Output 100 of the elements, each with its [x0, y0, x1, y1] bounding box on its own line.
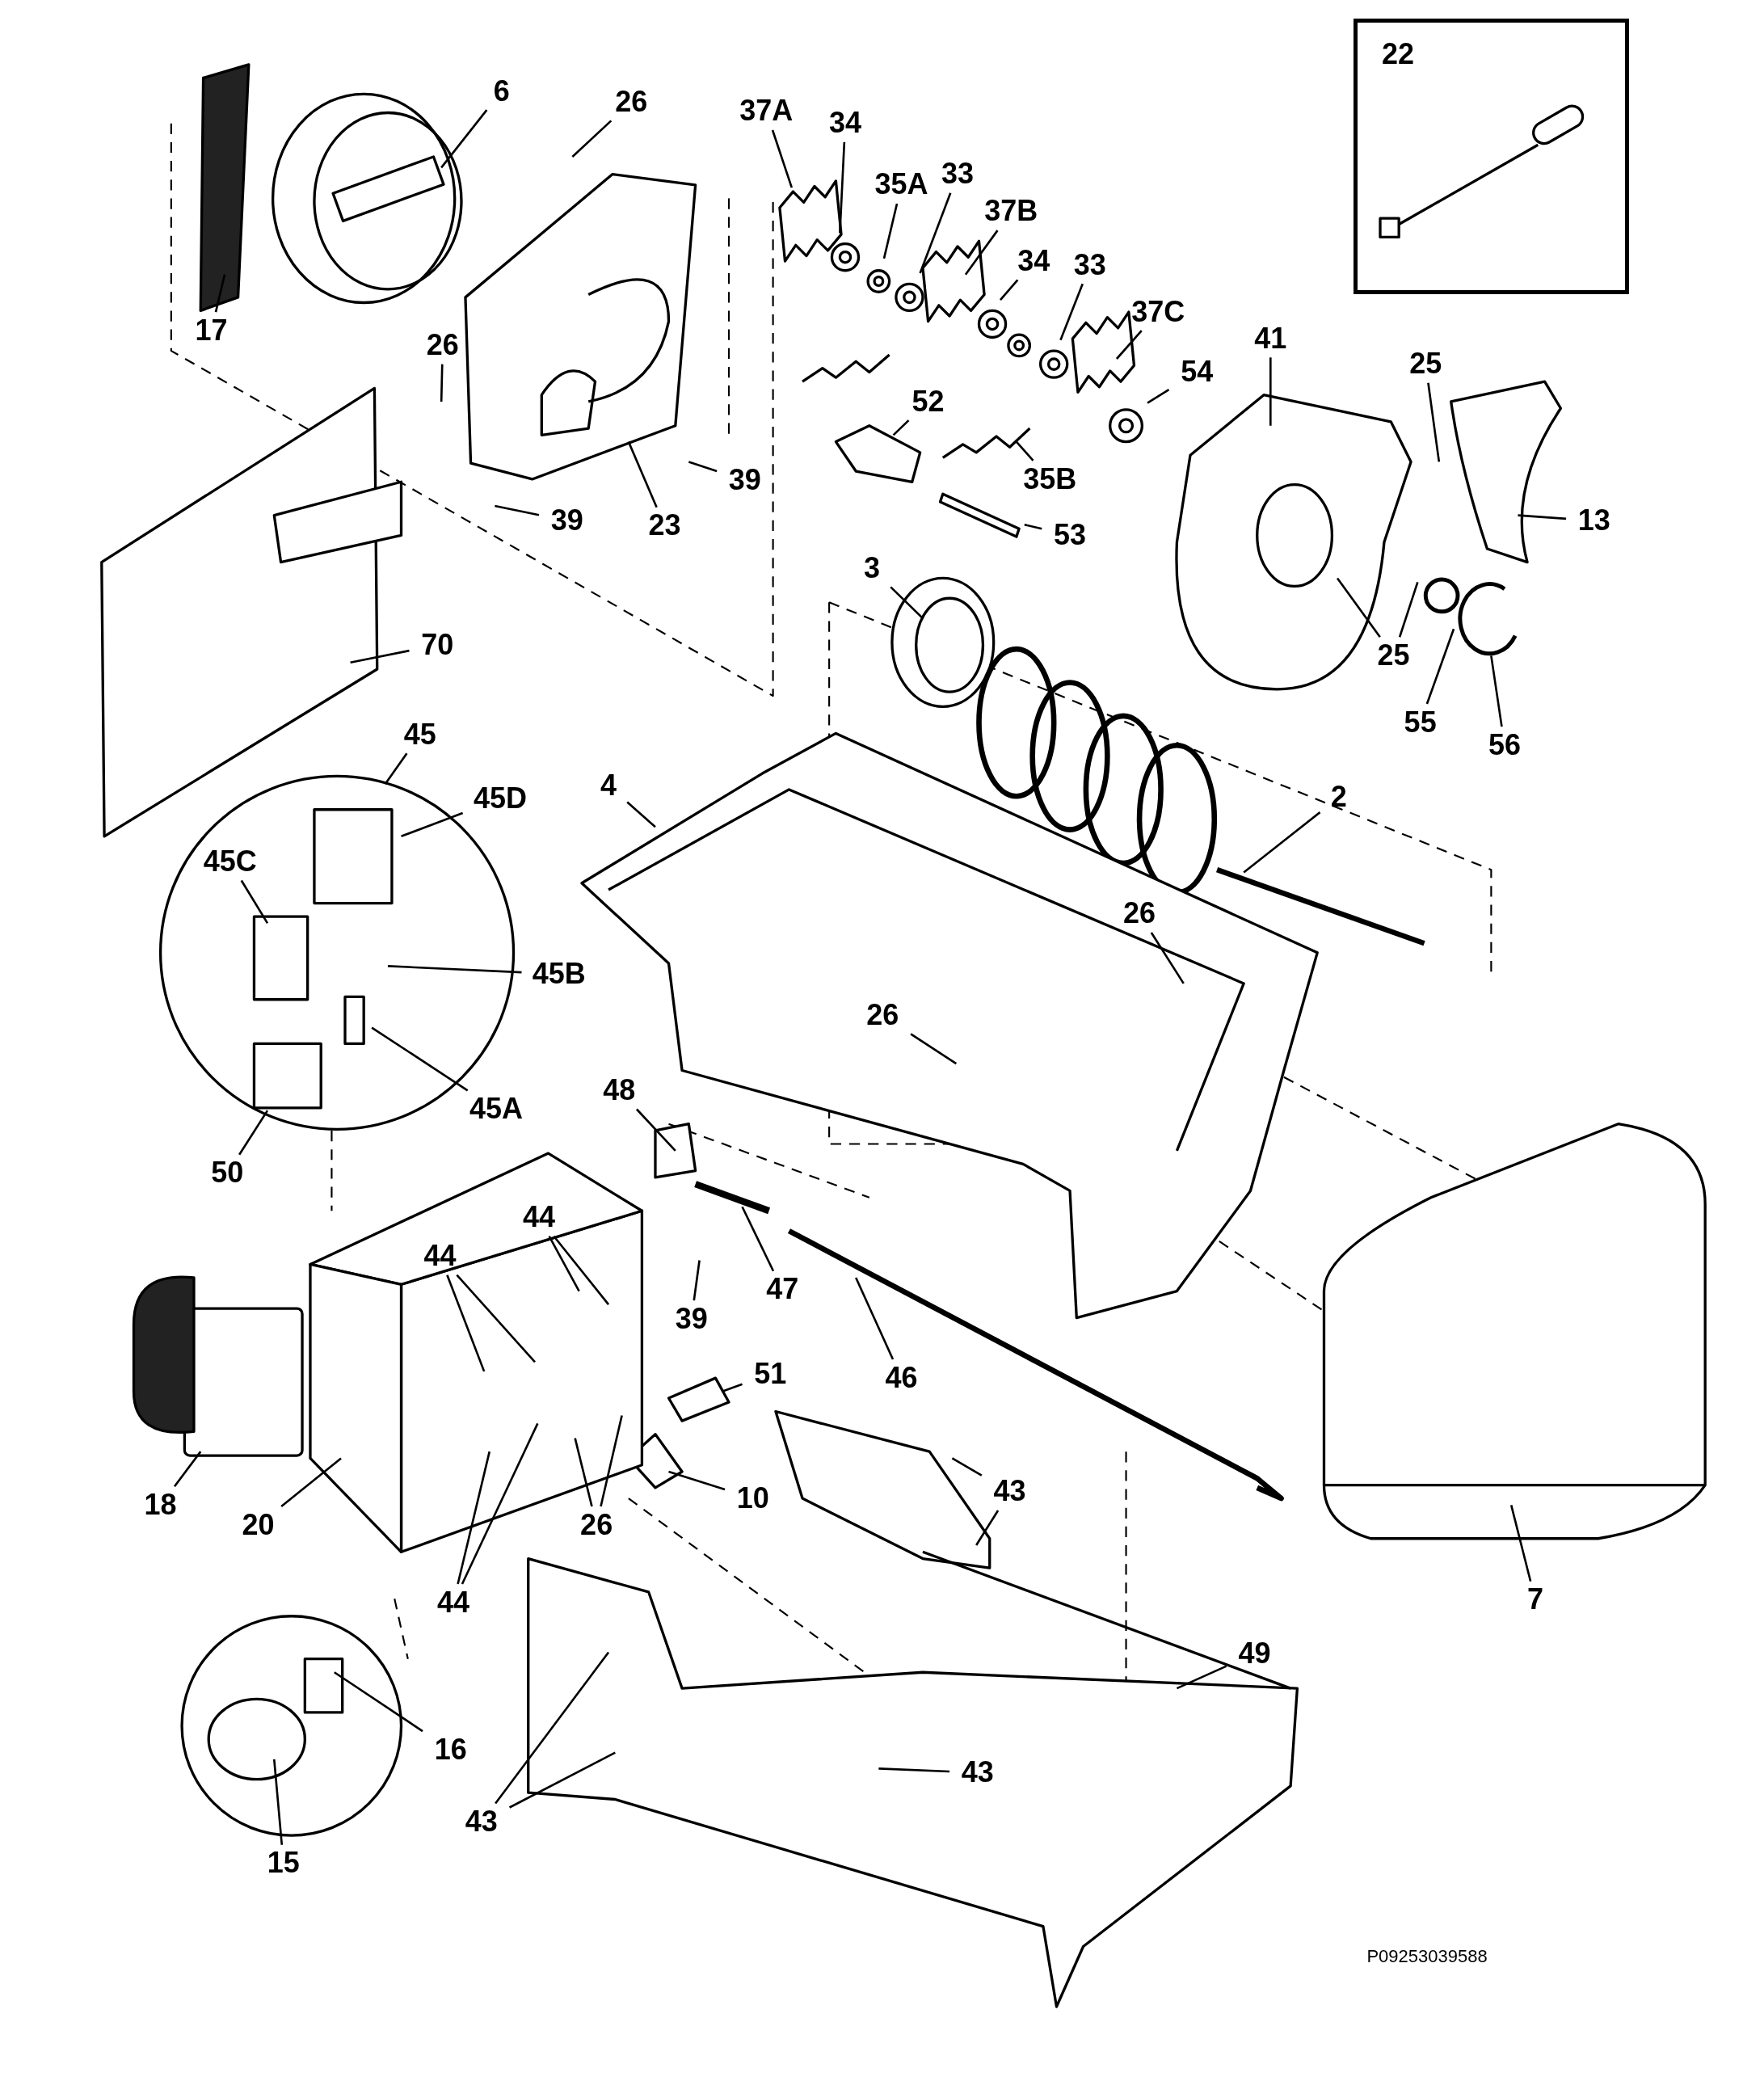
- leader-line: [371, 1026, 469, 1092]
- leader-line: [173, 1451, 202, 1487]
- leader-line: [508, 1751, 616, 1809]
- drawing-code: P09253039588: [1366, 1946, 1488, 1968]
- callout-number: 43: [465, 1806, 498, 1838]
- leader-line: [919, 192, 952, 274]
- callout-number: 26: [866, 1000, 899, 1031]
- leader-line: [999, 279, 1019, 301]
- callout-number: 25: [1377, 639, 1410, 671]
- callout-number: 70: [421, 629, 454, 660]
- leader-line: [1427, 382, 1441, 462]
- leader-line: [882, 203, 899, 259]
- leader-line: [1398, 582, 1419, 638]
- leader-line: [456, 1274, 536, 1363]
- callout-number: 48: [603, 1074, 636, 1106]
- callout-number: 44: [437, 1586, 470, 1618]
- leader-line: [855, 1277, 895, 1360]
- leader-line: [238, 1110, 269, 1156]
- leader-line: [350, 649, 410, 664]
- callout-number: 47: [766, 1274, 799, 1305]
- leader-line: [574, 1438, 593, 1507]
- callout-number: 3: [864, 553, 881, 584]
- callout-number: 37B: [984, 196, 1038, 227]
- callout-number: 49: [1238, 1637, 1271, 1669]
- callout-number: 39: [728, 465, 761, 496]
- callout-number: 26: [426, 330, 459, 360]
- leader-line: [401, 811, 464, 838]
- callout-number: 23: [648, 510, 681, 541]
- callout-number: 50: [211, 1157, 244, 1189]
- leader-line: [384, 752, 408, 786]
- leader-line: [741, 1206, 775, 1272]
- leader-line: [272, 1759, 284, 1845]
- callout-number: 46: [885, 1362, 918, 1393]
- leader-line: [1490, 655, 1503, 727]
- leader-line: [446, 1274, 486, 1372]
- leader-line: [951, 1457, 983, 1477]
- leader-line: [722, 1383, 743, 1392]
- leader-line: [771, 129, 794, 188]
- callout-number: 26: [1123, 898, 1156, 929]
- callout-number: 26: [615, 86, 648, 117]
- callout-number: 25: [1409, 348, 1442, 380]
- leader-line: [1243, 811, 1321, 874]
- callout-number: 53: [1054, 520, 1087, 550]
- leader-line: [910, 1033, 958, 1065]
- callout-number: 37C: [1131, 296, 1185, 327]
- callout-number: 15: [267, 1847, 300, 1879]
- leader-line: [548, 1236, 580, 1292]
- callout-number: 6: [493, 75, 510, 107]
- callout-number: 18: [144, 1489, 177, 1520]
- leader-line: [553, 1235, 610, 1305]
- callout-number: 35A: [874, 169, 928, 200]
- inset-frame: [1353, 19, 1629, 295]
- callout-number: 10: [736, 1482, 769, 1514]
- leader-line: [635, 1108, 676, 1152]
- leader-line: [280, 1457, 342, 1508]
- leader-line: [1518, 514, 1567, 520]
- leader-line: [878, 1767, 950, 1773]
- leader-line: [240, 879, 269, 925]
- leader-line: [1150, 932, 1185, 984]
- leader-line: [571, 120, 613, 158]
- callout-number: 45C: [203, 845, 257, 877]
- leader-line: [1269, 357, 1272, 426]
- leader-line: [1176, 1665, 1227, 1690]
- callout-number: 22: [1381, 39, 1414, 70]
- callout-number: 45B: [532, 958, 586, 989]
- leader-line: [214, 274, 226, 313]
- leader-line: [495, 504, 540, 516]
- callout-number: 20: [242, 1509, 275, 1540]
- callout-number: 43: [993, 1476, 1026, 1507]
- leader-line: [1147, 389, 1170, 404]
- callout-number: 26: [580, 1509, 613, 1540]
- callout-number: 41: [1254, 322, 1287, 354]
- leader-line: [600, 1415, 623, 1507]
- leader-line: [457, 1451, 491, 1585]
- leader-line: [839, 141, 846, 234]
- callout-number: 55: [1404, 706, 1437, 738]
- callout-number: 56: [1488, 729, 1521, 760]
- leader-line: [1115, 330, 1143, 360]
- leader-line: [461, 1422, 539, 1585]
- callout-number: 17: [195, 314, 228, 346]
- leader-line: [334, 1671, 423, 1733]
- callout-number: 37A: [739, 95, 794, 127]
- callout-number: 34: [1017, 245, 1050, 276]
- callout-number: 54: [1181, 356, 1214, 388]
- callout-number: 44: [423, 1241, 457, 1272]
- callout-number: 13: [1577, 504, 1610, 536]
- leader-line: [626, 801, 656, 828]
- leader-line: [1425, 628, 1455, 705]
- leader-line: [890, 586, 924, 620]
- callout-number: 45D: [473, 783, 527, 815]
- leader-line: [1336, 577, 1381, 638]
- leader-line: [440, 109, 488, 169]
- leader-line: [975, 1510, 1000, 1546]
- leader-line: [1024, 523, 1042, 530]
- leader-line: [892, 419, 910, 436]
- leader-line: [964, 230, 999, 276]
- leader-line: [668, 1470, 726, 1491]
- leader-line: [688, 461, 718, 473]
- leader-line: [440, 364, 444, 402]
- callout-number: 35B: [1023, 463, 1077, 495]
